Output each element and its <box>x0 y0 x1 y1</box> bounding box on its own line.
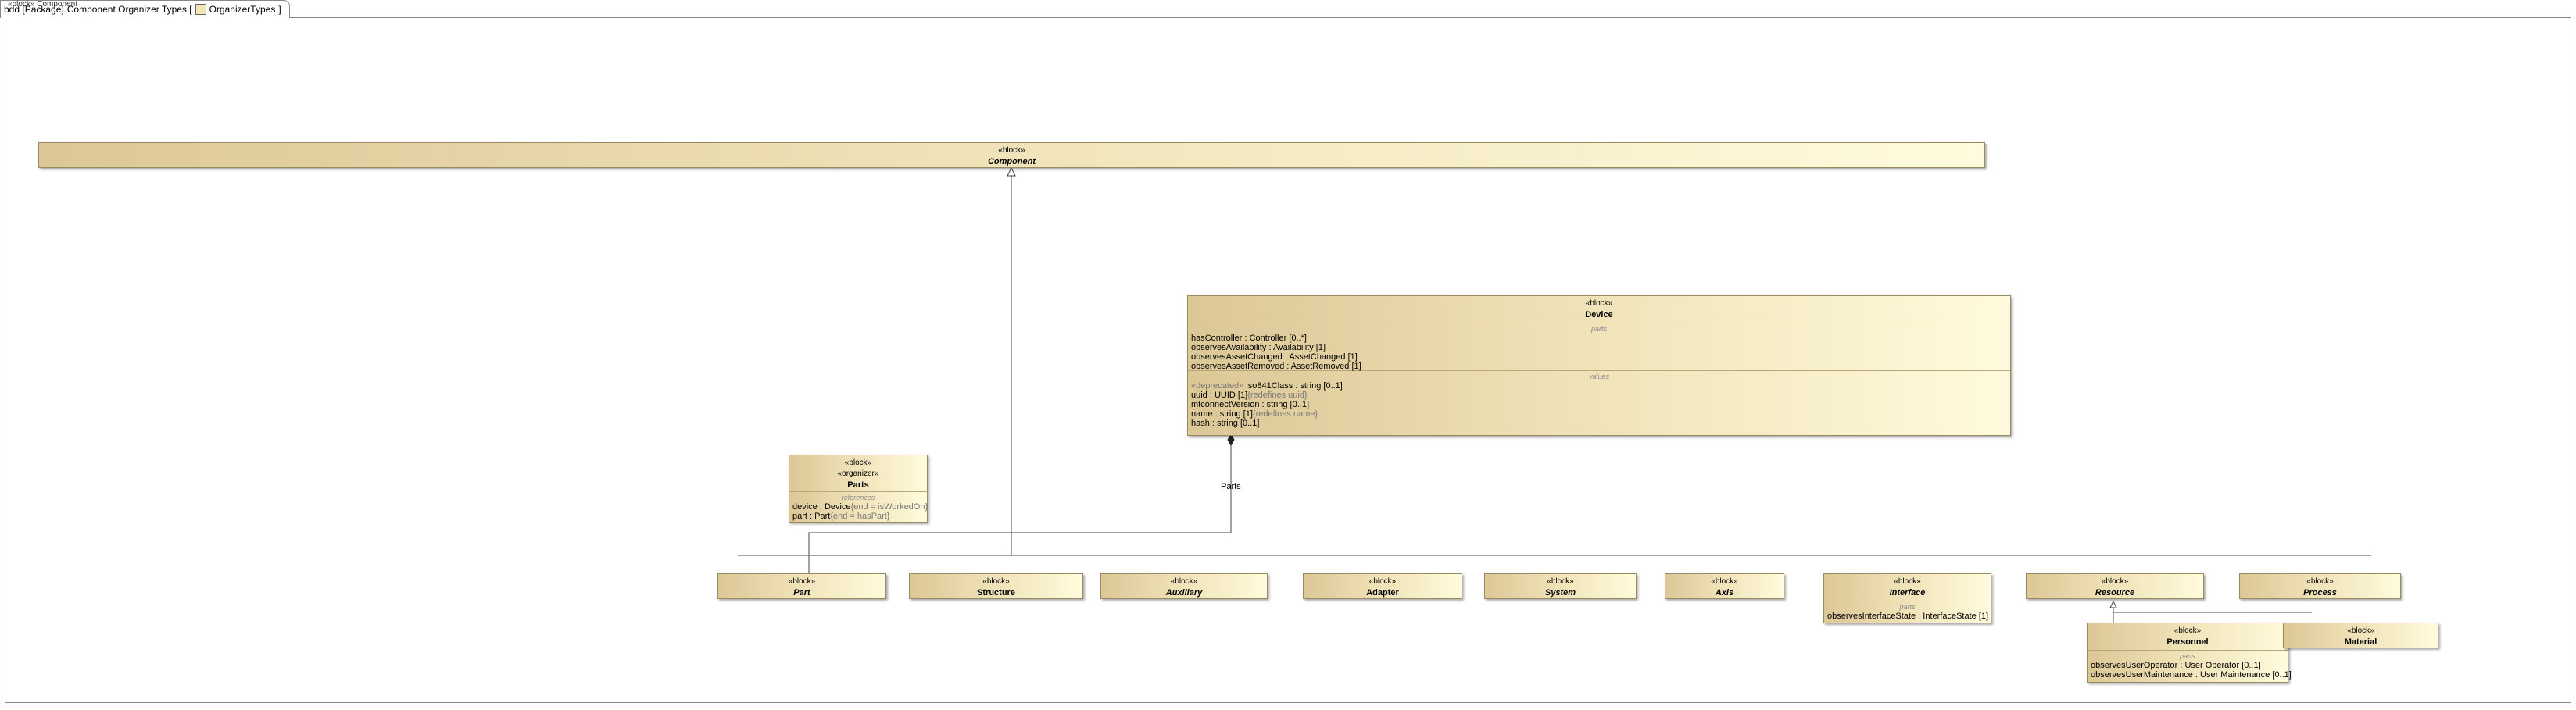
device-value-row: hash : string [0..1] <box>1191 419 1260 428</box>
tab-title: Component Organizer Types [ <box>66 4 192 15</box>
block-name: Part <box>793 588 810 598</box>
block-stereotype-organizer: «organizer» <box>837 469 879 478</box>
block-adapter[interactable]: «block» Adapter <box>1303 573 1462 599</box>
device-value-row: name : string [1]{redefines name} <box>1191 409 1318 419</box>
device-part-row: observesAssetRemoved : AssetRemoved [1] <box>1191 362 1361 371</box>
block-name: Device <box>1585 310 1613 319</box>
reference-row: part : Part{end = hasPart} <box>792 512 890 521</box>
block-name: Personnel <box>2166 637 2209 647</box>
block-personnel[interactable]: «block» Personnel parts observesUserOpera… <box>2087 623 2292 683</box>
package-icon <box>195 4 206 15</box>
composition-diamond <box>1227 433 1235 447</box>
block-auxiliary[interactable]: «block» Auxiliary <box>1100 573 1268 599</box>
block-name: Structure <box>977 588 1015 598</box>
block-name: Resource <box>2095 588 2135 598</box>
block-name: Adapter <box>1366 588 1399 598</box>
tab-suffix: ] <box>278 4 281 15</box>
personnel-part-row: observesUserMaintenance : User Maintenan… <box>2091 670 2292 680</box>
block-stereotype: «block» <box>2306 577 2334 586</box>
block-stereotype: «block» <box>998 146 1025 155</box>
device-value-row: «deprecated» iso841Class : string [0..1] <box>1191 381 1343 391</box>
resource-generalization-arrowhead <box>2109 600 2117 608</box>
compartment-title: parts <box>1899 603 1916 611</box>
compartment-title: references <box>841 494 875 501</box>
block-stereotype: «block» <box>1170 577 1198 586</box>
block-resource[interactable]: «block» Resource <box>2026 573 2204 599</box>
block-process[interactable]: «block» Process <box>2239 573 2401 599</box>
block-device[interactable]: «block» Device parts hasController : Con… <box>1187 295 2011 436</box>
block-stereotype: «block» <box>2174 626 2202 635</box>
compartment-title: parts <box>1590 325 1607 333</box>
tab-prefix: bdd [Package] <box>4 4 64 15</box>
compartment-title: parts <box>2179 652 2195 660</box>
block-stereotype: «block» <box>2101 577 2129 586</box>
interface-parts-compartment: parts observesInterfaceState : Interface… <box>1824 601 1991 624</box>
block-stereotype: «block» <box>844 458 872 467</box>
device-value-row: mtconnectVersion : string [0..1] <box>1191 400 1310 409</box>
block-name: Component <box>987 157 1036 166</box>
interface-part-row: observesInterfaceState : InterfaceState … <box>1827 612 1989 621</box>
block-name: Parts <box>847 480 869 490</box>
parts-composition-line <box>808 445 1232 573</box>
block-stereotype: «block» <box>1547 577 1574 586</box>
block-axis[interactable]: «block» Axis <box>1665 573 1784 599</box>
block-stereotype: «block» <box>1368 577 1397 586</box>
device-part-row: hasController : Controller [0..*] <box>1191 334 1307 343</box>
tab-package-name: OrganizerTypes <box>209 4 276 15</box>
block-name: Axis <box>1715 588 1734 598</box>
block-component[interactable]: «block» Component <box>38 142 1985 168</box>
block-stereotype: «block» <box>1894 577 1921 586</box>
block-stereotype: «block» <box>1585 299 1613 308</box>
block-stereotype: «block» <box>788 577 816 586</box>
block-system[interactable]: «block» System <box>1484 573 1637 599</box>
diagram-tab[interactable]: bdd [Package] Component Organizer Types … <box>0 0 290 18</box>
device-values-compartment: values «deprecated» iso841Class : string… <box>1188 370 2010 431</box>
tab-overlap-text: «block» Component <box>8 0 77 9</box>
block-name: Auxiliary <box>1165 588 1203 598</box>
block-material[interactable]: «block» Material <box>2283 623 2438 648</box>
block-part[interactable]: «block» Part <box>717 573 886 599</box>
block-name: Process <box>2303 588 2337 598</box>
block-parts-organizer[interactable]: «block» «organizer» Parts references dev… <box>789 455 928 523</box>
device-part-row: observesAssetChanged : AssetChanged [1] <box>1191 352 1358 362</box>
personnel-parts-compartment: parts observesUserOperator : User Operat… <box>2088 650 2292 683</box>
diagram-frame <box>5 17 2571 703</box>
personnel-part-row: observesUserOperator : User Operator [0.… <box>2091 661 2261 670</box>
block-stereotype: «block» <box>982 577 1010 586</box>
block-name: Material <box>2344 637 2377 647</box>
device-parts-compartment: parts hasController : Controller [0..*] … <box>1188 323 2010 371</box>
parts-references-compartment: references device : Device{end = isWorke… <box>789 491 928 524</box>
block-name: System <box>1544 588 1576 598</box>
device-value-row: uuid : UUID [1]{redefines uuid} <box>1191 391 1308 400</box>
block-stereotype: «block» <box>2347 626 2374 635</box>
block-interface[interactable]: «block» Interface parts observesInterface… <box>1823 573 1991 623</box>
compartment-title: values <box>1588 373 1609 380</box>
block-stereotype: «block» <box>1711 577 1738 586</box>
reference-row: device : Device{end = isWorkedOn} <box>792 502 928 512</box>
generalization-to-resource <box>2113 612 2312 623</box>
generalization-arrowhead <box>1007 166 1016 177</box>
device-part-row: observesAvailability : Availability [1] <box>1191 343 1326 352</box>
block-name: Interface <box>1889 588 1926 598</box>
parts-connector-label: Parts <box>1221 482 1241 491</box>
block-structure[interactable]: «block» Structure <box>909 573 1083 599</box>
